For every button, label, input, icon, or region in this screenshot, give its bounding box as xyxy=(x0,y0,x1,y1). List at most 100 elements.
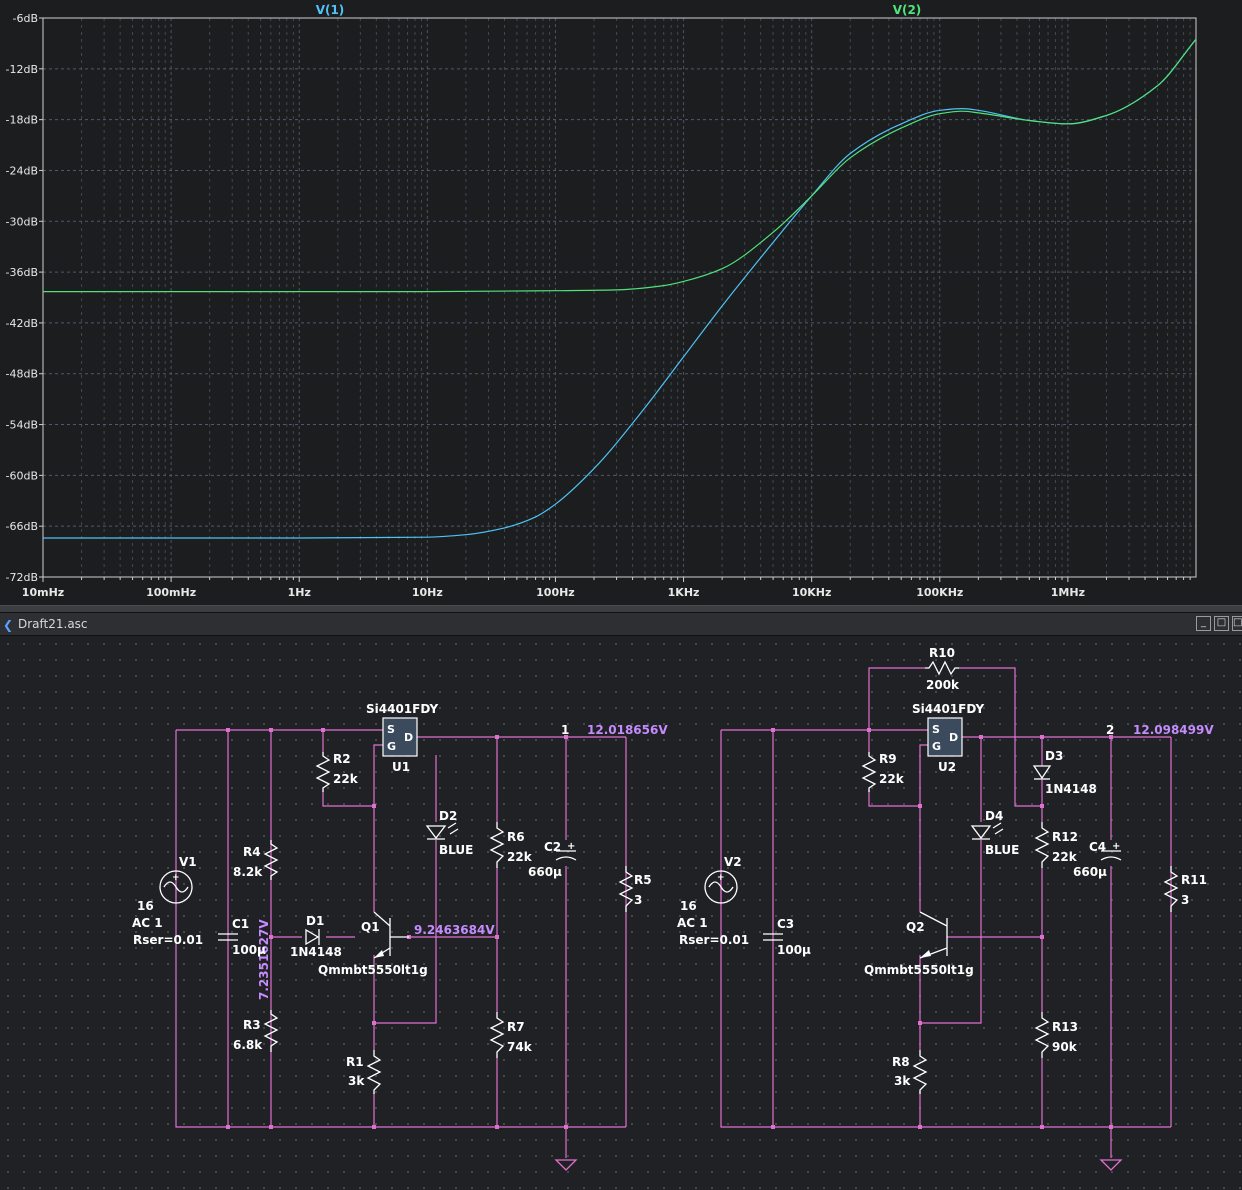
y-tick-label: -54dB xyxy=(6,419,39,432)
left-node-label[interactable]: 1 12.018656V xyxy=(561,723,668,737)
svg-text:BLUE: BLUE xyxy=(985,843,1019,857)
svg-text:V1: V1 xyxy=(179,855,197,869)
schematic-editor[interactable]: .w { stroke:#e070d0; stroke-width:1.2; f… xyxy=(0,636,1242,1190)
trace-label-v2[interactable]: V(2) xyxy=(893,3,922,17)
right-node-label[interactable]: 2 12.098499V xyxy=(1106,723,1214,737)
svg-text:D4: D4 xyxy=(985,809,1003,823)
left-v1-source[interactable]: + V1 16 AC 1 Rser=0.01 xyxy=(132,855,203,947)
svg-text:12.098499V: 12.098499V xyxy=(1133,723,1214,737)
svg-text:AC 1: AC 1 xyxy=(132,916,163,930)
left-d1[interactable]: D1 1N4148 xyxy=(290,914,342,959)
svg-text:660µ: 660µ xyxy=(528,865,562,879)
svg-text:U1: U1 xyxy=(392,760,410,774)
x-tick-label: 100KHz xyxy=(916,586,963,599)
svg-text:16: 16 xyxy=(137,899,154,913)
plot-grid xyxy=(42,17,1196,582)
svg-text:D1: D1 xyxy=(306,914,324,928)
svg-text:R2: R2 xyxy=(333,752,351,766)
left-mosfet-u1[interactable]: S G D Si4401FDY U1 xyxy=(366,702,438,774)
y-tick-label: -12dB xyxy=(6,63,39,76)
svg-text:V2: V2 xyxy=(724,855,742,869)
svg-text:90k: 90k xyxy=(1052,1040,1078,1054)
y-tick-label: -66dB xyxy=(6,520,39,533)
left-r7[interactable]: R7 74k xyxy=(489,1012,533,1058)
right-ground-icon xyxy=(1099,1159,1123,1171)
svg-text:6.8k: 6.8k xyxy=(233,1038,263,1052)
svg-text:G: G xyxy=(387,740,396,753)
series-line-v1[interactable] xyxy=(43,38,1197,539)
svg-text:3: 3 xyxy=(1181,893,1189,907)
left-r5[interactable]: R5 3 xyxy=(618,866,652,912)
left-r4[interactable]: R4 8.2k xyxy=(233,840,279,880)
svg-text:2: 2 xyxy=(1106,723,1114,737)
svg-text:S: S xyxy=(932,723,940,736)
right-r9[interactable]: R9 22k xyxy=(861,752,905,792)
svg-text:3k: 3k xyxy=(348,1074,365,1088)
y-tick-label: -30dB xyxy=(6,215,39,228)
svg-text:R13: R13 xyxy=(1052,1020,1078,1034)
left-q1[interactable]: Q1 Qmmbt5550lt1g 9.2463684V xyxy=(318,911,495,977)
left-r2[interactable]: R2 22k xyxy=(315,752,359,792)
svg-text:22k: 22k xyxy=(879,772,905,786)
x-tick-label: 1Hz xyxy=(288,586,311,599)
svg-text:74k: 74k xyxy=(507,1040,533,1054)
right-circuit-wires xyxy=(720,667,1172,1158)
svg-text:D: D xyxy=(949,731,958,744)
right-r12[interactable]: R12 22k xyxy=(1034,822,1078,868)
svg-text:R10: R10 xyxy=(929,646,955,660)
svg-text:R1: R1 xyxy=(346,1055,364,1069)
right-r8[interactable]: R8 3k xyxy=(892,1050,928,1094)
maximize-button[interactable]: □ xyxy=(1214,616,1229,631)
svg-text:Rser=0.01: Rser=0.01 xyxy=(133,933,203,947)
svg-text:R4: R4 xyxy=(243,845,261,859)
close-button[interactable]: □ xyxy=(1232,616,1242,631)
svg-text:16: 16 xyxy=(680,899,697,913)
right-v2-source[interactable]: + V2 16 AC 1 Rser=0.01 xyxy=(677,855,749,947)
left-r1[interactable]: R1 3k xyxy=(346,1050,382,1094)
plot-frame xyxy=(42,17,1197,578)
right-d3[interactable]: D3 1N4148 xyxy=(1032,749,1097,796)
schematic-icon: ❮ xyxy=(3,618,14,632)
right-mosfet-u2[interactable]: S G D Si4401FDY U2 xyxy=(912,702,984,774)
left-r6[interactable]: R6 22k xyxy=(489,822,533,868)
svg-text:C4: C4 xyxy=(1089,840,1106,854)
schematic-canvas[interactable]: .w { stroke:#e070d0; stroke-width:1.2; f… xyxy=(0,636,1242,1190)
left-c1[interactable]: C1 100µ xyxy=(218,917,266,957)
right-q2[interactable]: Q2 Qmmbt5550lt1g xyxy=(864,911,974,977)
svg-text:100µ: 100µ xyxy=(232,943,266,957)
x-tick-label: 100Hz xyxy=(536,586,575,599)
svg-text:G: G xyxy=(932,740,941,753)
left-d2-led[interactable]: D2 BLUE xyxy=(425,809,473,857)
y-tick-label: -48dB xyxy=(6,368,39,381)
svg-text:1: 1 xyxy=(561,723,569,737)
right-r10[interactable]: R10 200k xyxy=(925,646,960,692)
right-d4-led[interactable]: D4 BLUE xyxy=(970,809,1019,857)
right-r11[interactable]: R11 3 xyxy=(1163,866,1207,912)
svg-text:3k: 3k xyxy=(894,1074,911,1088)
svg-text:Rser=0.01: Rser=0.01 xyxy=(679,933,749,947)
svg-text:Qmmbt5550lt1g: Qmmbt5550lt1g xyxy=(318,963,428,977)
svg-text:Qmmbt5550lt1g: Qmmbt5550lt1g xyxy=(864,963,974,977)
svg-text:C2: C2 xyxy=(544,840,561,854)
y-tick-label: -24dB xyxy=(6,164,39,177)
svg-text:200k: 200k xyxy=(926,678,960,692)
left-c2[interactable]: + C2 660µ xyxy=(528,840,577,879)
pane-splitter[interactable] xyxy=(0,605,1242,613)
svg-text:22k: 22k xyxy=(333,772,359,786)
trace-label-v1[interactable]: V(1) xyxy=(316,3,345,17)
svg-text:D2: D2 xyxy=(439,809,457,823)
x-tick-label: 10Hz xyxy=(412,586,443,599)
right-c3[interactable]: C3 100µ xyxy=(763,917,811,957)
svg-text:R12: R12 xyxy=(1052,830,1078,844)
bode-plot[interactable]: -6dB-12dB-18dB-24dB-30dB-36dB-42dB-48dB-… xyxy=(0,0,1242,605)
minimize-button[interactable]: _ xyxy=(1196,616,1211,631)
right-c4[interactable]: + C4 660µ xyxy=(1073,840,1122,879)
x-tick-label: 1MHz xyxy=(1051,586,1085,599)
left-circuit-wires xyxy=(175,729,627,1158)
y-tick-label: -36dB xyxy=(6,266,39,279)
left-r3[interactable]: R3 6.8k 7.2351627V xyxy=(233,919,279,1052)
svg-text:Si4401FDY: Si4401FDY xyxy=(912,702,984,716)
series-line-v2[interactable] xyxy=(42,38,1197,293)
right-r13[interactable]: R13 90k xyxy=(1034,1012,1078,1058)
waveform-viewer[interactable]: -6dB-12dB-18dB-24dB-30dB-36dB-42dB-48dB-… xyxy=(0,0,1242,605)
